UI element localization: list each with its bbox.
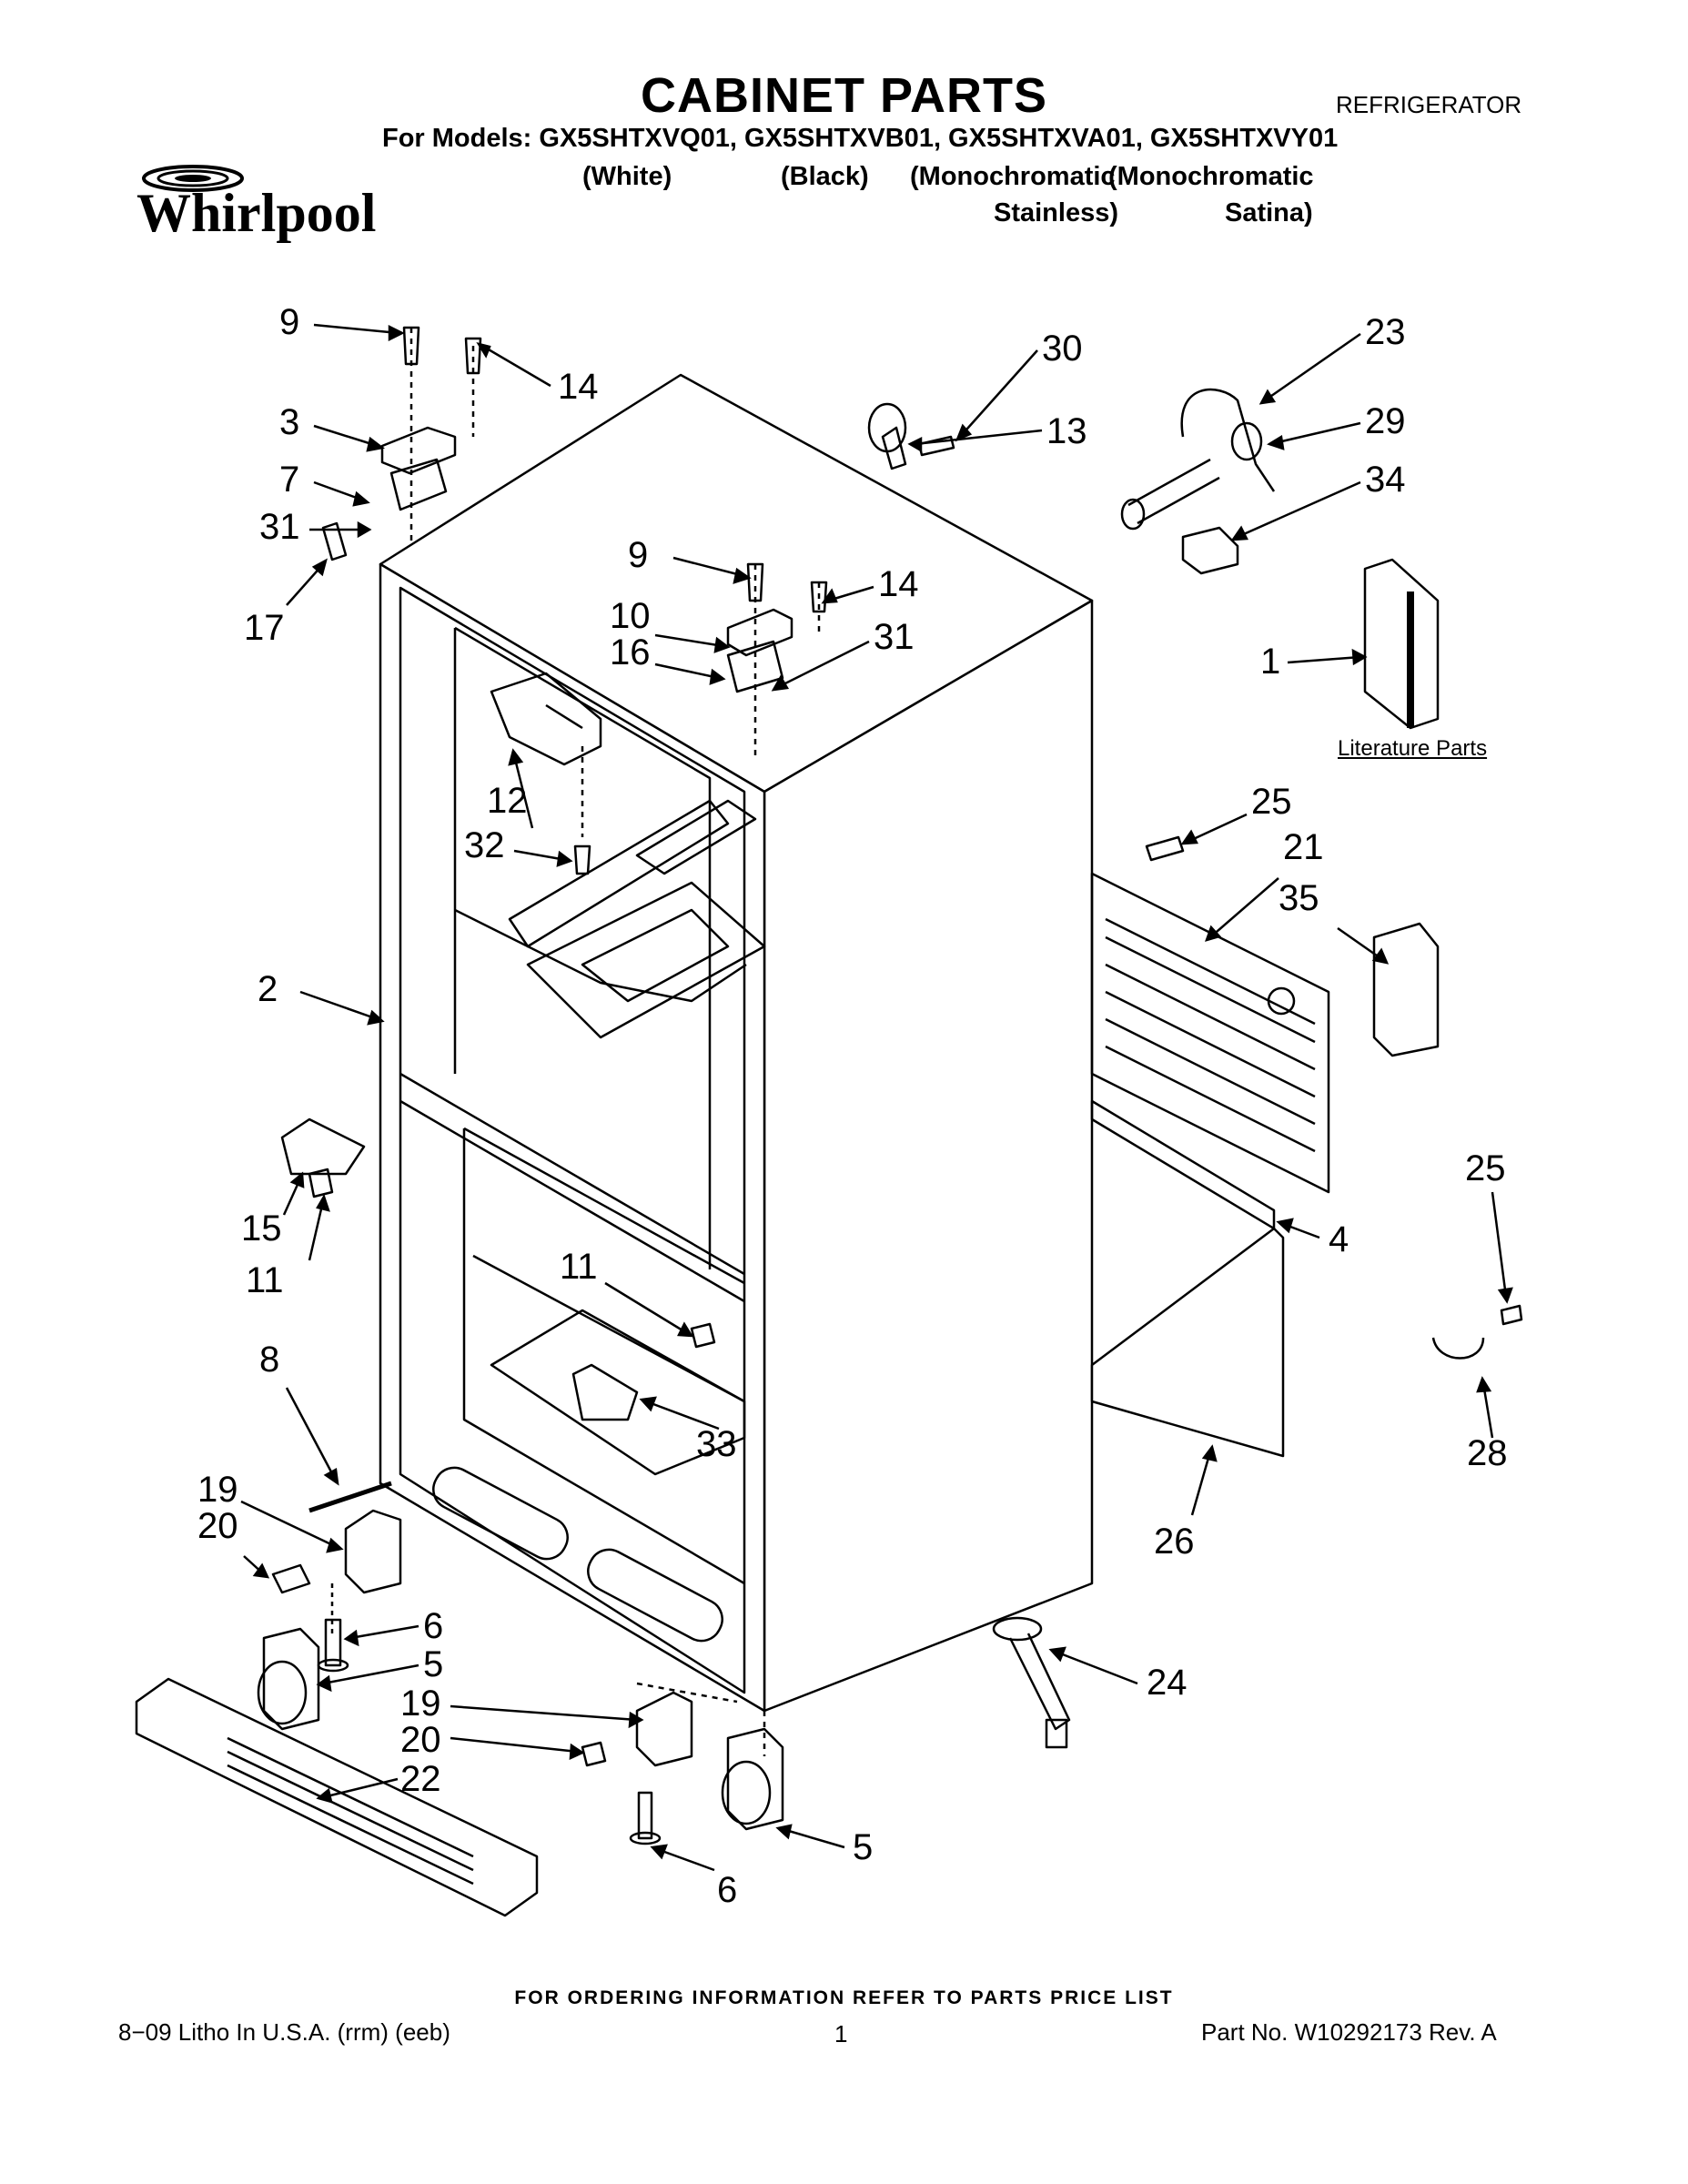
ordering-info: FOR ORDERING INFORMATION REFER TO PARTS … — [514, 1987, 1174, 2008]
callout-6a: 6 — [423, 1606, 443, 1646]
callout-14a: 14 — [558, 367, 599, 407]
callout-17: 17 — [244, 608, 285, 648]
part-22-toe-grille — [135, 1677, 539, 1917]
callout-20a: 20 — [197, 1506, 238, 1546]
part-5-caster-left — [257, 1627, 320, 1731]
part-35-cover — [1372, 922, 1440, 1057]
callout-21: 21 — [1283, 827, 1324, 867]
callout-29: 29 — [1365, 401, 1406, 441]
callout-30: 30 — [1042, 329, 1083, 369]
part-5-caster-right — [721, 1727, 784, 1831]
variant-white: (White) — [582, 162, 672, 191]
callout-35: 35 — [1279, 878, 1319, 918]
callout-3: 3 — [279, 402, 299, 442]
callout-9b: 9 — [628, 535, 648, 575]
brand-wordmark: Whirlpool — [136, 183, 376, 243]
part-28-clamp — [1431, 1304, 1523, 1360]
callout-1: 1 — [1260, 642, 1280, 682]
part-number: Part No. W10292173 Rev. A — [1201, 2018, 1497, 2046]
callout-13: 13 — [1046, 411, 1087, 451]
appliance-type: REFRIGERATOR — [1336, 91, 1522, 118]
callout-2: 2 — [258, 969, 278, 1009]
cabinet-body — [379, 373, 1094, 1713]
callout-15: 15 — [241, 1208, 282, 1249]
variant-mono-satina: (Monochromatic — [1108, 162, 1314, 191]
variant-satina: Satina) — [1225, 198, 1313, 228]
part-33-bracket — [571, 1363, 639, 1421]
callout-5a: 5 — [423, 1644, 443, 1684]
part-3-top-hinge — [321, 326, 482, 561]
callout-22: 22 — [400, 1759, 441, 1799]
litho-note: 8−09 Litho In U.S.A. (rrm) (eeb) — [118, 2018, 450, 2046]
part-12-bracket — [490, 672, 602, 875]
part-21-rear-panel — [1090, 835, 1330, 1194]
callout-7: 7 — [279, 460, 299, 500]
callout-16: 16 — [610, 632, 651, 672]
callout-25b: 25 — [1465, 1148, 1506, 1188]
callout-31a: 31 — [259, 507, 300, 547]
variant-mono-stainless: (Monochromatic — [910, 162, 1116, 191]
callout-28: 28 — [1467, 1433, 1508, 1473]
callout-9a: 9 — [279, 302, 299, 342]
part-23-tube — [1120, 388, 1276, 531]
part-13-roller — [867, 402, 955, 470]
part-24-wand — [992, 1616, 1071, 1749]
part-19-leveling-bracket — [271, 1481, 402, 1673]
variant-stainless: Stainless) — [994, 198, 1118, 228]
callout-8: 8 — [259, 1340, 279, 1380]
callout-10: 10 — [610, 596, 651, 636]
callout-25a: 25 — [1251, 782, 1292, 822]
part-19-bracket-right — [635, 1691, 693, 1767]
callout-11b: 11 — [560, 1247, 598, 1287]
literature-parts-label: Literature Parts — [1338, 736, 1488, 761]
callout-26: 26 — [1154, 1522, 1195, 1562]
part-26-panel — [1090, 1099, 1285, 1458]
part-1-literature — [1363, 558, 1440, 730]
callout-12: 12 — [487, 781, 528, 821]
page-title: CABINET PARTS — [640, 68, 1047, 123]
callout-19a: 19 — [197, 1470, 238, 1510]
callout-31b: 31 — [874, 617, 915, 657]
callout-14b: 14 — [878, 564, 919, 604]
callout-4: 4 — [1329, 1219, 1349, 1259]
models-line: For Models: GX5SHTXVQ01, GX5SHTXVB01, GX… — [382, 124, 1339, 153]
part-15-hinge — [280, 1117, 366, 1176]
callout-23: 23 — [1365, 312, 1406, 352]
callout-24: 24 — [1147, 1663, 1188, 1703]
callout-32: 32 — [464, 825, 505, 865]
callout-5b: 5 — [853, 1827, 873, 1867]
callout-11a: 11 — [246, 1260, 284, 1300]
callout-20b: 20 — [400, 1720, 441, 1760]
variant-black: (Black) — [781, 162, 869, 191]
brand-logo: Whirlpool — [136, 160, 382, 265]
callout-19b: 19 — [400, 1684, 441, 1724]
page-number: 1 — [834, 2020, 848, 2048]
callout-6b: 6 — [717, 1870, 737, 1910]
callout-33: 33 — [696, 1424, 737, 1464]
part-34-clip — [1181, 526, 1239, 575]
callout-34: 34 — [1365, 460, 1406, 500]
